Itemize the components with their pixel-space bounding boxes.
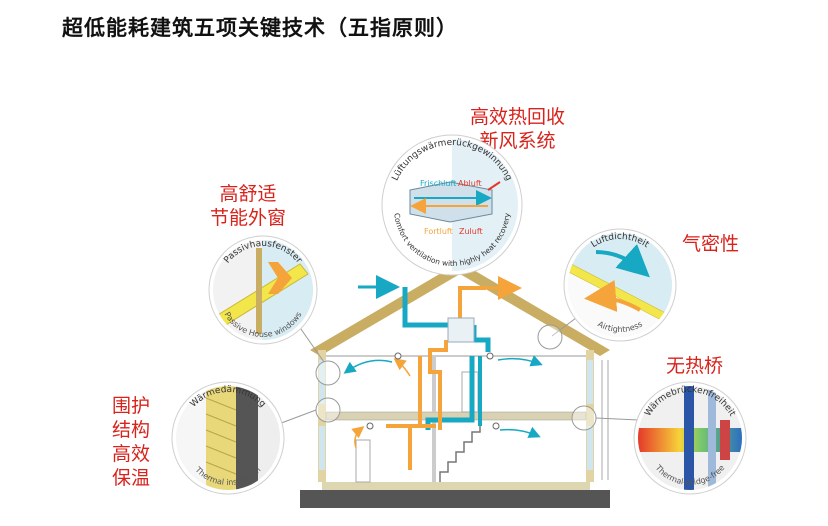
abluft-label: Abluft [458, 179, 482, 188]
airtightness-circle: Luftdichtheit Airtightness [563, 228, 677, 342]
zuluft-label: Zuluft [459, 227, 483, 236]
ventilation-circle: Frischluft Abluft Fortluft Zuluft Lüftun… [381, 134, 523, 276]
label-thermal-bridge: 无热桥 [666, 355, 724, 377]
thermal-bridge-circle: Wärmebrückenfreiheit Thermal-bridge-free [633, 381, 747, 495]
windows-circle: Passivhausfenster Passive House windows [208, 235, 318, 345]
label-windows: 高舒适 节能外窗 [210, 183, 287, 229]
left-wall [318, 350, 326, 482]
right-wall [586, 350, 594, 482]
callout-connectors [275, 317, 641, 431]
ventilation-ducts [343, 275, 543, 470]
floor-insulation [322, 482, 590, 490]
house [300, 240, 610, 508]
insulation-circle: Wärmedämmung Thermal insulation [171, 381, 285, 495]
heat-recovery-unit [447, 317, 475, 343]
airtightness-bottom-text: Airtightness [596, 319, 644, 334]
page-title: 超低能耗建筑五项关键技术（五指原则） [62, 16, 458, 40]
staircase [439, 424, 481, 482]
label-airtightness: 气密性 [682, 233, 740, 255]
label-ventilation: 高效热回收 新风系统 [470, 106, 566, 152]
ground-slab [300, 490, 610, 508]
svg-text:Airtightness: Airtightness [596, 319, 644, 334]
fortluft-label: Fortluft [424, 227, 453, 236]
frischluft-label: Frischluft [420, 179, 456, 188]
label-insulation: 围护 结构 高效 保温 [112, 395, 151, 489]
